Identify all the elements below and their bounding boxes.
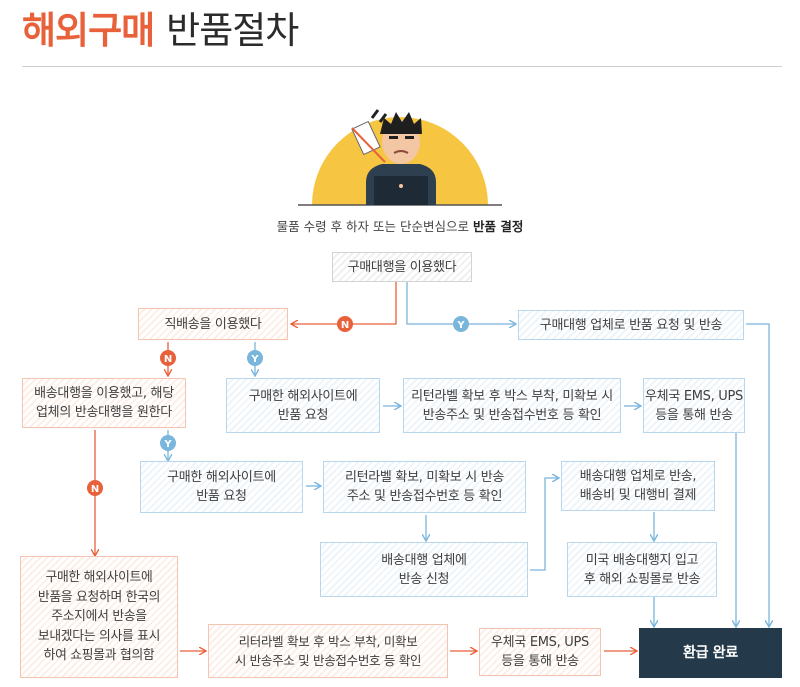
box-y1-request: 구매한 해외사이트에 반품 요청 bbox=[226, 378, 380, 433]
badge-n-1: N bbox=[337, 316, 353, 332]
badge-n-3-text: N bbox=[91, 484, 99, 495]
badge-y-3-text: Y bbox=[163, 439, 172, 450]
box-used-agent: 구매대행을 이용했다 bbox=[332, 252, 472, 282]
box-direct-shipping: 직배송을 이용했다 bbox=[138, 308, 288, 340]
box-y2-request: 구매한 해외사이트에 반품 요청 bbox=[140, 461, 303, 513]
badge-n-3: N bbox=[87, 480, 103, 496]
badge-y-1: Y bbox=[453, 316, 469, 332]
box-n-label: 리터라벨 확보 후 박스 부착, 미확보 시 반송주소 및 반송접수번호 등 확… bbox=[208, 624, 448, 678]
badge-n-1-text: N bbox=[341, 320, 349, 331]
box-y2-label: 리턴라벨 확보, 미확보 시 반송 주소 및 반송접수번호 등 확인 bbox=[323, 461, 526, 513]
badge-y-2: Y bbox=[247, 350, 263, 366]
box-forwarder-question: 배송대행을 이용했고, 해당 업체의 반송대행을 원한다 bbox=[22, 378, 186, 428]
box-y2-us: 미국 배송대행지 입고 후 해외 쇼핑몰로 반송 bbox=[567, 542, 717, 597]
person-at-laptop-illustration bbox=[298, 109, 502, 206]
page-title: 해외구매 반품절차 bbox=[22, 6, 299, 56]
broken-item-icon bbox=[351, 109, 388, 163]
box-n-negotiate: 구매한 해외사이트에 반품을 요청하며 한국의 주소지에서 반송을 보내겠다는 … bbox=[20, 556, 178, 678]
badge-y-3: Y bbox=[160, 435, 176, 451]
title-highlight: 해외구매 bbox=[22, 9, 155, 52]
box-y1-ship: 우체국 EMS, UPS 등을 통해 반송 bbox=[643, 378, 745, 433]
badge-y-2-text: Y bbox=[250, 354, 259, 365]
box-y2-apply: 배송대행 업체에 반송 신청 bbox=[320, 542, 528, 597]
title-divider bbox=[22, 66, 782, 67]
badge-n-2: N bbox=[160, 350, 176, 366]
badge-n-2-text: N bbox=[164, 354, 172, 365]
flow-caption: 물품 수령 후 하자 또는 단순변심으로 반품 결정 bbox=[276, 219, 524, 234]
box-agent-return: 구매대행 업체로 반품 요청 및 반송 bbox=[518, 310, 744, 340]
box-refund-complete: 환급 완료 bbox=[639, 628, 782, 678]
title-rest: 반품절차 bbox=[166, 9, 299, 52]
badge-y-1-text: Y bbox=[456, 320, 465, 331]
box-y1-label: 리턴라벨 확보 후 박스 부착, 미확보 시 반송주소 및 반송접수번호 등 확… bbox=[403, 378, 621, 433]
box-y2-pay: 배송대행 업체로 반송, 배송비 및 대행비 결제 bbox=[561, 461, 715, 511]
box-n-ship: 우체국 EMS, UPS 등을 통해 반송 bbox=[479, 628, 601, 676]
